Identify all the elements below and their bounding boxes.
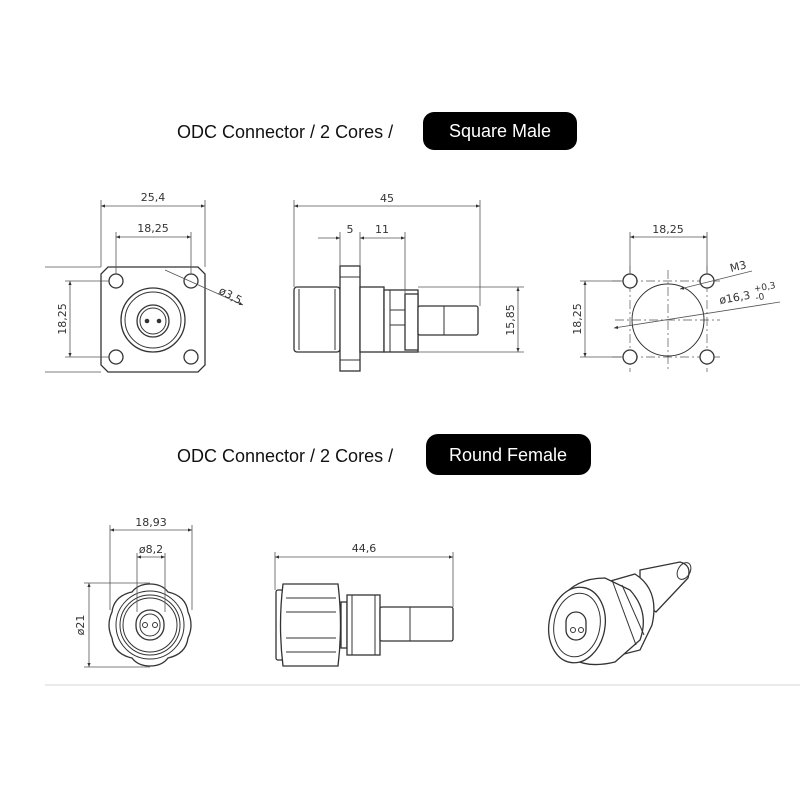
round-female-side-view: 44,6 (274, 542, 454, 667)
badge-background (426, 434, 591, 475)
dim-length: 44,6 (352, 542, 377, 555)
tolerance-minus: -0 (755, 292, 766, 303)
section-header-round-female: ODC Connector / 2 Cores / Round Female (177, 434, 591, 475)
badge-background (423, 112, 577, 150)
panel-cutout-view: 18,25 18,25 M3 ø16,3 +0,3 -0 (571, 223, 781, 372)
section-title: ODC Connector / 2 Cores / (177, 446, 393, 466)
round-female-front-view: 18,93 ø8,2 ø21 (74, 516, 193, 668)
dim-outer-dia: ø21 (74, 615, 87, 636)
dim-insert-dia: ø8,2 (139, 543, 163, 556)
dim-height: 15,85 (504, 304, 517, 336)
tolerance-plus: +0,3 (753, 281, 776, 295)
section-title: ODC Connector / 2 Cores / (177, 122, 393, 142)
square-male-side-view: 45 5 11 15,85 (293, 192, 524, 372)
dim-width: 25,4 (141, 191, 166, 204)
round-female-3d-view (547, 561, 692, 666)
badge-square-male: Square Male (449, 121, 551, 141)
dim-hole-spacing-v: 18,25 (56, 303, 69, 335)
dim-cutout-spacing-v: 18,25 (571, 303, 584, 335)
dim-flange: 5 (347, 223, 354, 236)
section-header-square-male: ODC Connector / 2 Cores / Square Male (177, 112, 577, 150)
dim-cutout-spacing-h: 18,25 (652, 223, 684, 236)
dim-length: 45 (380, 192, 394, 205)
dim-width: 18,93 (135, 516, 167, 529)
dim-thread: M3 (729, 258, 748, 275)
dim-cutout-dia: ø16,3 (718, 289, 751, 307)
dim-body: 11 (375, 223, 389, 236)
badge-round-female: Round Female (449, 445, 567, 465)
dim-hole-spacing-h: 18,25 (137, 222, 169, 235)
square-male-front-view: 25,4 18,25 18,25 ø3,5 (45, 191, 244, 373)
